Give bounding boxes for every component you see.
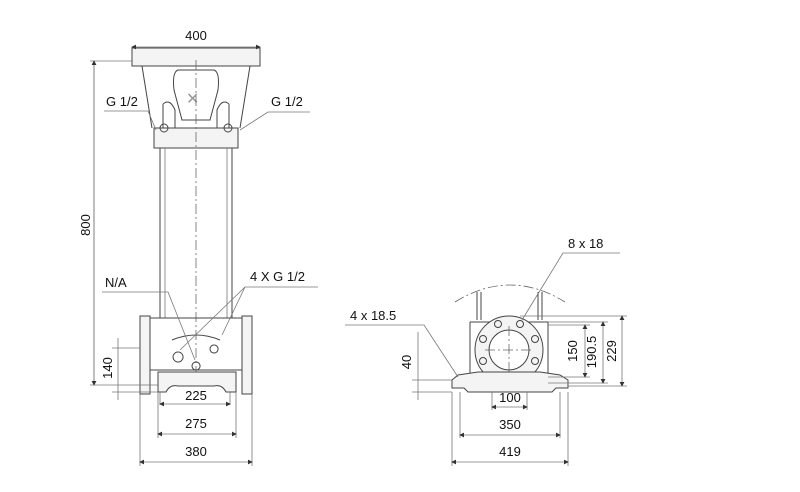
leader-bolt-holes	[521, 252, 620, 321]
label-g-right: G 1/2	[271, 94, 303, 109]
dim-flange-380: 380	[185, 444, 207, 459]
dim-line-40	[412, 332, 452, 400]
label-4xg: 4 X G 1/2	[250, 269, 305, 284]
dim-inlet-height: 140	[100, 357, 115, 379]
flange-centerline	[485, 326, 533, 374]
leader-g-right	[239, 111, 310, 131]
inlet-flange	[139, 315, 151, 395]
dim-229: 229	[604, 340, 619, 362]
dim-base-225: 225	[185, 388, 207, 403]
dim-base-275: 275	[185, 416, 207, 431]
vent-plug-right	[223, 123, 233, 133]
motor-outline-arc	[454, 284, 566, 303]
base-foot	[157, 371, 237, 393]
coupling-guard	[173, 69, 219, 121]
brand-logo: ✕	[186, 91, 199, 108]
label-bolt-holes: 8 x 18	[568, 236, 603, 251]
front-view: 40 100 350 419 150 190.5 229 8 x 18 4 x …	[345, 236, 627, 466]
stool-ribs	[162, 101, 230, 128]
leader-na	[102, 291, 196, 361]
vent-plug-left	[159, 123, 169, 133]
leader-foot-holes	[345, 324, 459, 378]
label-na: N/A	[105, 275, 127, 290]
leader-g-left	[104, 110, 157, 131]
extension-lines-right	[520, 315, 627, 387]
tie-rods-front	[476, 292, 543, 320]
side-view: ✕ 400 800 140 225 275 380 G 1/2 G 1/2	[78, 28, 318, 466]
label-g-left: G 1/2	[106, 94, 138, 109]
tie-rods	[164, 148, 228, 318]
motor-stool	[141, 65, 251, 129]
dim-line-140	[112, 338, 158, 400]
dim-height: 800	[78, 214, 93, 236]
leader-4xg	[179, 286, 318, 351]
dim-419: 419	[499, 444, 521, 459]
dim-40: 40	[399, 355, 414, 369]
outlet-flange	[241, 315, 253, 395]
base-foot-front	[451, 371, 569, 393]
label-foot-holes: 4 x 18.5	[350, 308, 396, 323]
dim-150: 150	[565, 340, 580, 362]
dim-100: 100	[499, 390, 521, 405]
extension-lines	[139, 392, 253, 466]
dim-190-5: 190.5	[584, 336, 599, 369]
extension-lines-front	[451, 392, 569, 466]
dim-350: 350	[499, 417, 521, 432]
dim-top-width: 400	[185, 28, 207, 43]
